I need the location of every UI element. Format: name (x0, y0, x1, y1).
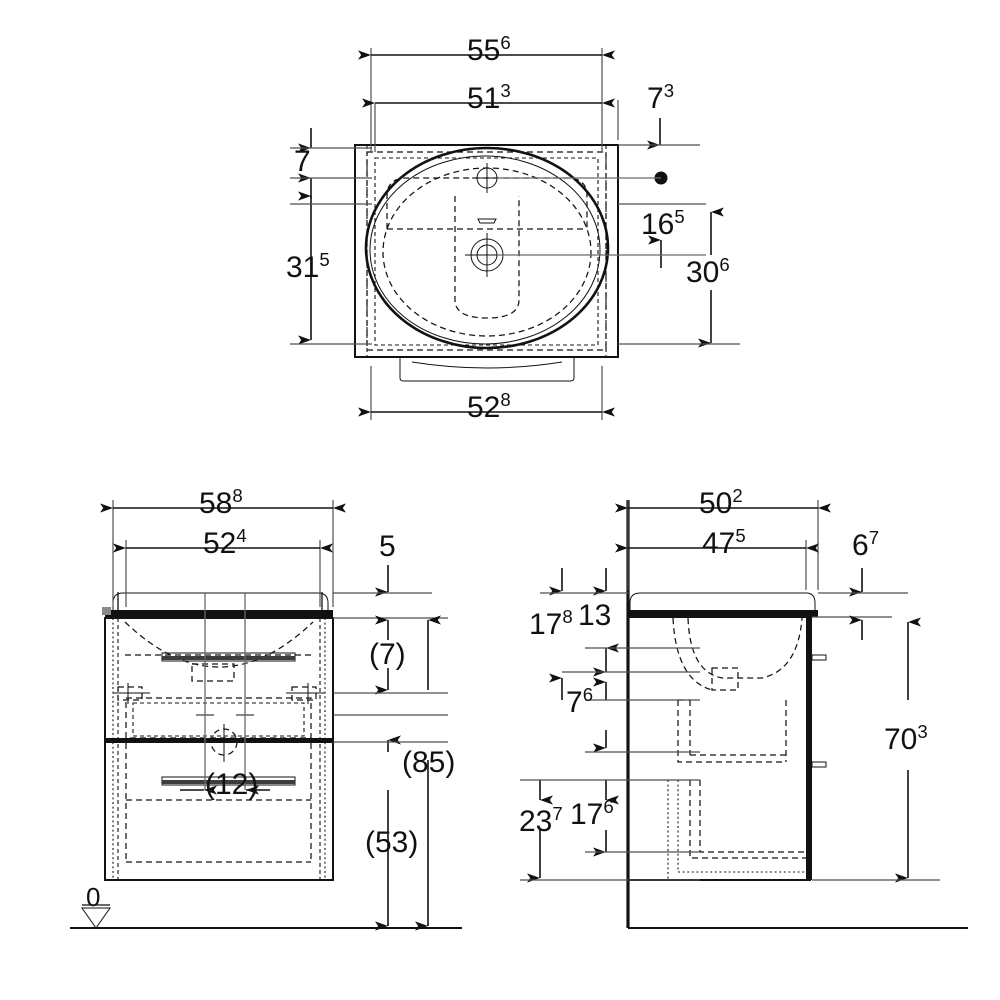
plan-view-dimensions (290, 48, 740, 420)
dim-label-plan-left-depth: 315 (286, 249, 330, 284)
dim-label-plan-right-offset: 73 (647, 80, 675, 115)
front-view-geometry (70, 592, 462, 929)
dim-label-plan-bottom-width: 528 (467, 389, 511, 424)
dim-label-side-overall-depth: 502 (699, 485, 743, 520)
dim-label-plan-right-depth: 306 (686, 254, 730, 289)
plan-view-geometry (354, 144, 619, 382)
dim-label-front-datum: 0 (86, 882, 101, 912)
dim-label-front-top-gap: 5 (379, 530, 396, 563)
dim-label-side-basin-height: 178 (529, 606, 573, 641)
front-view-dimensions (100, 500, 448, 931)
dim-label-side-cabinet-depth: 475 (702, 525, 746, 560)
dim-label-side-lower-inner: 176 (570, 796, 614, 831)
dim-label-side-lower-total: 237 (519, 803, 563, 838)
side-view-geometry (626, 500, 968, 929)
side-view-dimensions (520, 500, 940, 883)
dim-label-front-overall-height: (85) (402, 746, 456, 779)
dim-label-plan-top-offset: 7 (294, 145, 311, 178)
dim-label-front-cabinet-height: (53) (365, 826, 419, 859)
dim-label-plan-basin-width: 513 (467, 80, 511, 115)
dim-label-side-rear-offset: 67 (852, 527, 880, 562)
dim-label-side-total-height: 703 (884, 721, 928, 756)
dim-label-plan-tap-offset: 165 (641, 206, 685, 241)
dim-label-side-rim-thickness: 13 (578, 599, 612, 632)
dim-label-front-inner-width: 524 (203, 525, 247, 560)
dim-label-front-cabinet-width: 588 (199, 485, 243, 520)
dim-label-side-waste-height: 76 (566, 684, 594, 719)
dim-label-front-upper-drawer: (7) (369, 638, 406, 671)
dim-label-front-handle-gap: (12) (205, 768, 259, 801)
dim-label-plan-overall-width: 556 (467, 32, 511, 67)
